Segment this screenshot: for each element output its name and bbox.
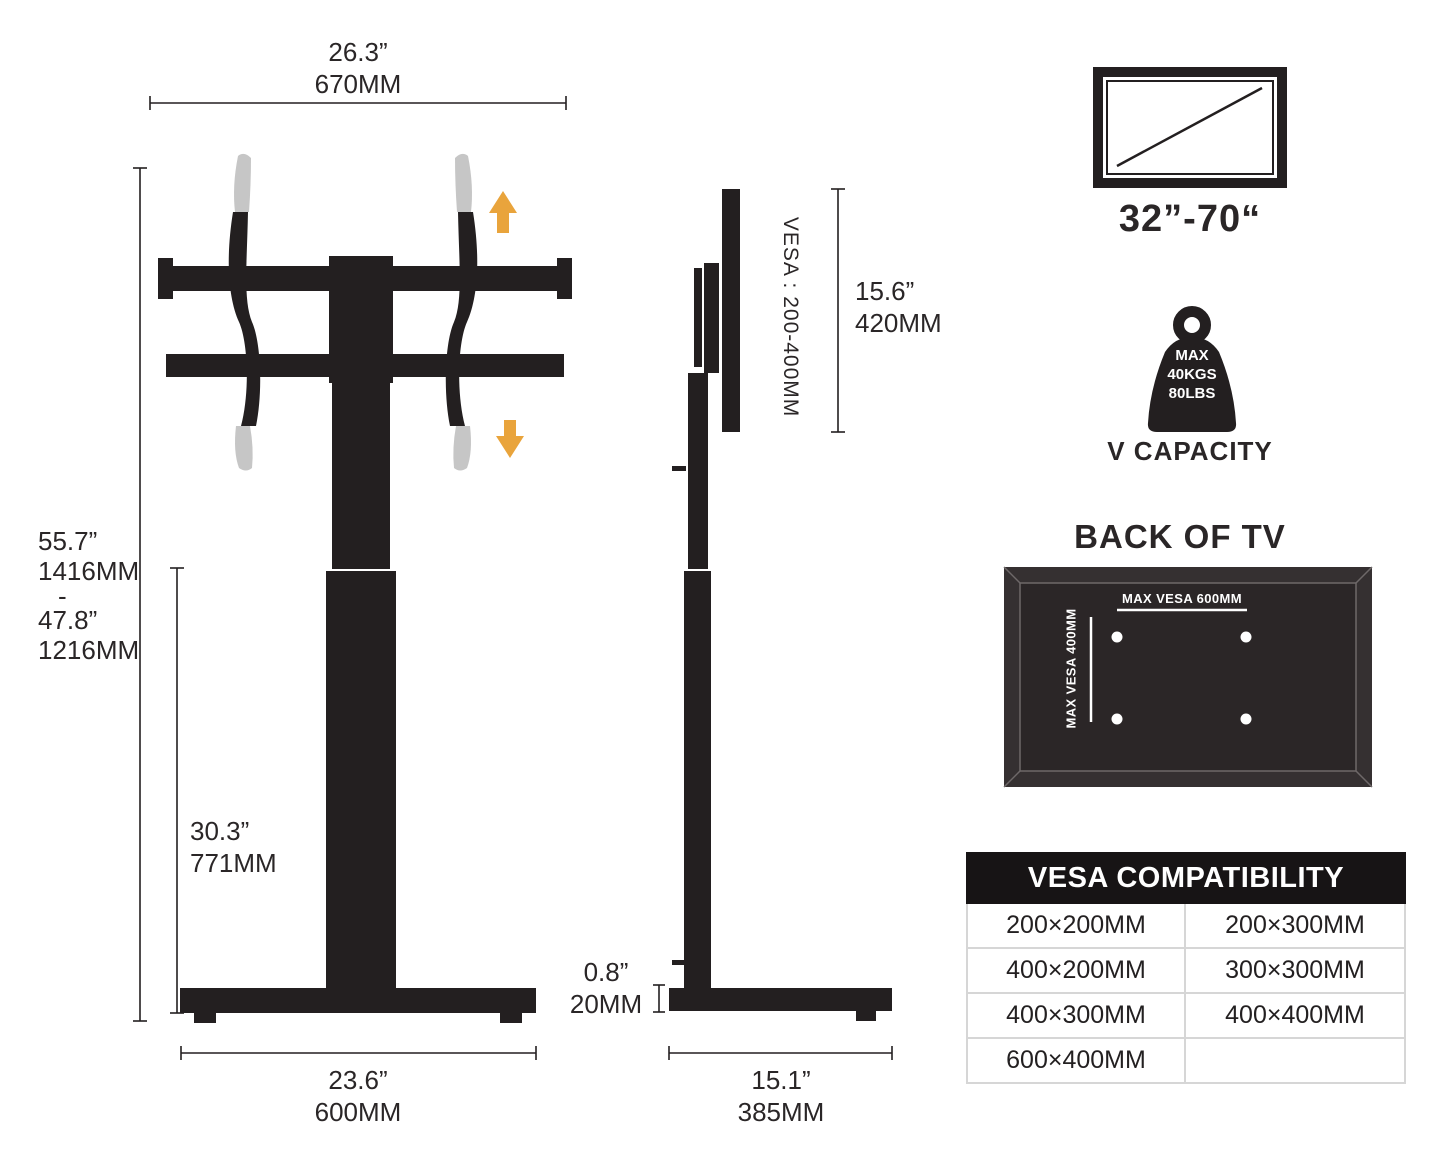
max-vesa-vertical-label: MAX VESA 400MM [1063, 608, 1079, 729]
vesa-table-cell [1186, 1039, 1404, 1082]
tv-screen-icon [1093, 67, 1287, 188]
vesa-compatibility-table: VESA COMPATIBILITY 200×200MM 200×300MM 4… [966, 852, 1406, 1084]
front-dimension-lines [133, 96, 567, 1060]
vesa-table-cell: 300×300MM [1186, 949, 1404, 994]
vesa-hole [1240, 631, 1252, 643]
side-base-depth-mm: 385MM [737, 1097, 825, 1127]
side-dimension-lines [653, 188, 893, 1060]
front-max-height-mm: 1416MM [38, 556, 140, 586]
back-of-tv-panel [1003, 566, 1373, 788]
vesa-hole [1240, 713, 1252, 725]
front-column-height-mm: 771MM [190, 848, 277, 878]
ghost-arm-positions [234, 153, 472, 471]
front-base-width-mm: 600MM [314, 1097, 402, 1127]
capacity-kgs-label: 40KGS [1167, 366, 1217, 383]
side-bracket-height-inches: 15.6” [855, 276, 915, 306]
stand-body [158, 256, 572, 1023]
height-adjust-arrows [489, 191, 524, 458]
side-base-depth-inches: 15.1” [751, 1065, 811, 1095]
front-min-height-inches: 47.8” [38, 605, 98, 635]
side-view-stand [653, 188, 893, 1060]
vesa-table-cell: 400×200MM [968, 949, 1186, 994]
vesa-table-title: VESA COMPATIBILITY [966, 852, 1406, 904]
front-height-range-dash: - [58, 581, 67, 611]
back-of-tv-title: BACK OF TV [1074, 518, 1286, 555]
front-column-height-inches: 30.3” [190, 816, 250, 846]
front-view-stand [133, 96, 572, 1060]
up-arrow-icon [489, 191, 517, 233]
front-top-width-mm: 670MM [314, 69, 402, 99]
vesa-table-grid: 200×200MM 200×300MM 400×200MM 300×300MM … [966, 904, 1406, 1084]
front-top-width-inches: 26.3” [328, 37, 388, 67]
capacity-max-label: MAX [1175, 347, 1209, 364]
vesa-hole [1111, 631, 1123, 643]
front-base-width-inches: 23.6” [328, 1065, 388, 1095]
vesa-table-cell: 200×300MM [1186, 904, 1404, 949]
front-min-height-mm: 1216MM [38, 635, 140, 665]
vesa-table-cell: 400×300MM [968, 994, 1186, 1039]
vesa-table-cell: 400×400MM [1186, 994, 1404, 1039]
vesa-hole [1111, 713, 1123, 725]
down-arrow-icon [496, 420, 524, 458]
weight-kettlebell-icon [1147, 306, 1237, 432]
side-base-thickness-mm: 20MM [569, 989, 643, 1019]
capacity-title: V CAPACITY [1107, 436, 1273, 466]
max-vesa-horizontal-label: MAX VESA 600MM [1122, 591, 1242, 606]
vesa-table-cell: 200×200MM [968, 904, 1186, 949]
vesa-table-cell: 600×400MM [968, 1039, 1186, 1082]
tv-size-range-label: 32”-70“ [1118, 198, 1262, 240]
capacity-lbs-label: 80LBS [1168, 385, 1216, 402]
side-base-thickness-inches: 0.8” [583, 957, 629, 987]
side-vesa-range-label: VESA : 200-400MM [779, 216, 803, 418]
front-max-height-inches: 55.7” [38, 526, 98, 556]
side-stand-body [669, 189, 892, 1021]
side-bracket-height-mm: 420MM [855, 308, 942, 338]
